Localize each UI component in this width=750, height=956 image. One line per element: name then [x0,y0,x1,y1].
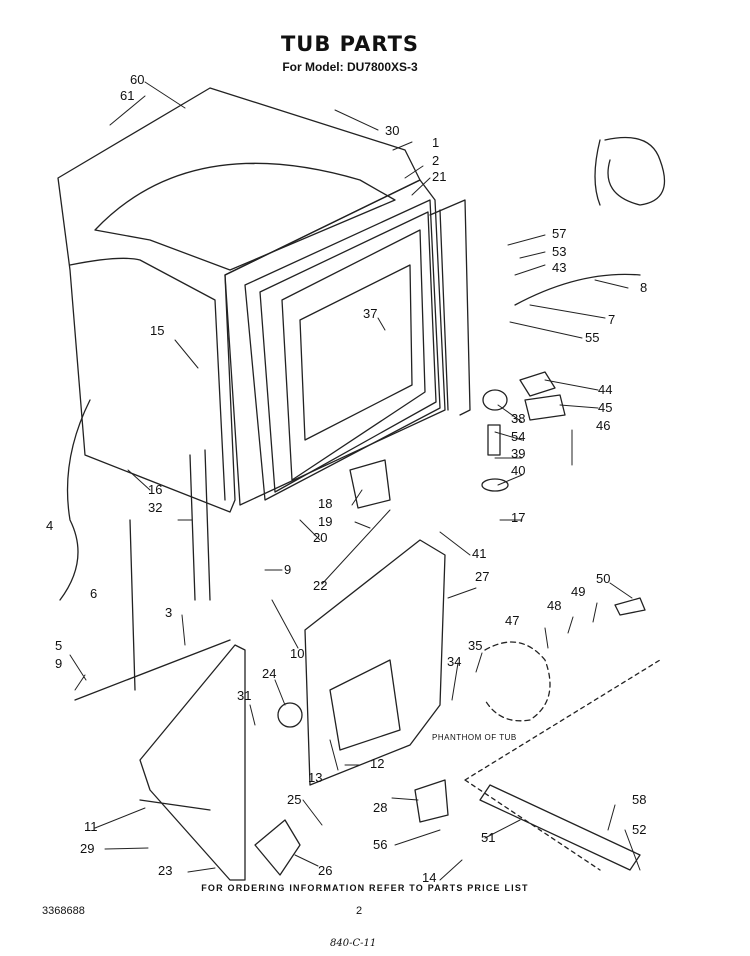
callout: 53 [552,244,566,259]
callout: 21 [432,169,446,184]
callout: 7 [608,312,615,327]
callout: 32 [148,500,162,515]
callout: 50 [596,571,610,586]
callout: 48 [547,598,561,613]
model-subtitle: For Model: DU7800XS-3 [282,60,418,74]
tub-side [69,257,226,501]
tub-top-opening [94,162,396,271]
bottom-rail [479,784,641,871]
callout: 51 [481,830,495,845]
callout: 10 [290,646,304,661]
callout: 22 [313,578,327,593]
callout: 18 [318,496,332,511]
callout: 38 [511,411,525,426]
callout: 24 [262,666,276,681]
callout: 28 [373,800,387,815]
callout: 61 [120,88,134,103]
callout: 49 [571,584,585,599]
callout: 57 [552,226,566,241]
door-gasket [244,199,441,501]
callout: 29 [80,841,94,856]
callout: 13 [308,770,322,785]
bracket [519,371,556,397]
callout: 40 [511,463,525,478]
left-rail [204,449,211,601]
gear [277,702,303,728]
callout: 4 [46,518,53,533]
callout: 14 [422,870,436,885]
callout: 20 [313,530,327,545]
callout: 1 [432,135,439,150]
callout: 31 [237,688,251,703]
callout: 23 [158,863,172,878]
callout: 39 [511,446,525,461]
callout: 3 [165,605,172,620]
callout-labels: 60 61 30 1 2 21 57 53 43 8 7 55 37 15 44… [46,72,647,885]
page-title: TUB PARTS [280,32,420,56]
page-number: 2 [356,905,363,917]
float [482,389,508,411]
drain-hose [59,399,91,601]
callout: 9 [55,656,62,671]
callout: 11 [84,819,98,834]
callout: 60 [130,72,144,87]
callout: 52 [632,822,646,837]
callout: 9 [284,562,291,577]
hinge-bracket [254,819,301,876]
callout: 6 [90,586,97,601]
callout: 43 [552,260,566,275]
phantom-label: PHANTHOM OF TUB [432,733,517,742]
callout: 26 [318,863,332,878]
callout: 37 [363,306,377,321]
callout: 34 [447,654,461,669]
callout: 2 [432,153,439,168]
handwritten-code: 840-C-11 [330,938,377,949]
callout: 45 [598,400,612,415]
callout: 46 [596,418,610,433]
callout: 54 [511,429,525,444]
callout: 44 [598,382,612,397]
callout: 19 [318,514,332,529]
ordering-note: FOR ORDERING INFORMATION REFER TO PARTS … [201,883,529,893]
access-panel [304,539,446,786]
document-number: 3368688 [42,905,85,917]
callout: 41 [472,546,486,561]
callout: 56 [373,837,387,852]
tub-body [57,87,421,513]
callout: 27 [475,569,489,584]
callout: 15 [150,323,164,338]
side-rail [429,199,471,416]
callout: 35 [468,638,482,653]
callout: 55 [585,330,599,345]
door-frame [224,179,446,506]
callout: 8 [640,280,647,295]
callout: 12 [370,756,384,771]
callout: 25 [287,792,301,807]
callout: 16 [148,482,162,497]
water-line [514,273,641,306]
switch [349,459,391,509]
callout: 30 [385,123,399,138]
callout: 17 [511,510,525,525]
base-frame [139,644,246,881]
callout: 47 [505,613,519,628]
callout: 58 [632,792,646,807]
callout: 5 [55,638,62,653]
phantom-tub [484,641,551,722]
